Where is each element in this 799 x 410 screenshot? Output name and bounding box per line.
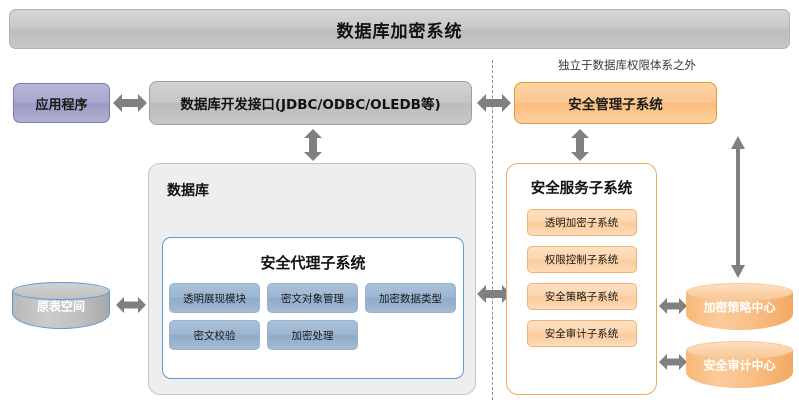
source-tablespace-label: 原表空间	[36, 299, 85, 313]
service-item[interactable]: 安全策略子系统	[526, 283, 637, 310]
diagram-title-bar: 数据库加密系统	[9, 9, 790, 49]
agent-module[interactable]: 透明展现模块	[169, 283, 260, 313]
agent-module-label: 密文对象管理	[281, 292, 344, 305]
service-item-label: 透明加密子系统	[544, 217, 619, 229]
service-item-label: 安全策略子系统	[544, 291, 619, 303]
page-title: 数据库加密系统	[336, 21, 463, 42]
application-box-label: 应用程序	[35, 97, 88, 113]
arrow-policy-to-policy-center	[659, 296, 687, 316]
security-agent-title: 安全代理子系统	[260, 254, 366, 272]
agent-module[interactable]: 密文对象管理	[267, 283, 358, 313]
agent-module[interactable]: 加密处理	[267, 320, 358, 350]
security-management-box[interactable]: 安全管理子系统	[514, 82, 717, 124]
service-item-label: 权限控制子系统	[544, 254, 619, 266]
agent-module-label: 加密处理	[291, 329, 334, 342]
agent-module-grid: 透明展现模块 密文对象管理 加密数据类型 密文校验 加密处理	[163, 273, 463, 350]
cylinder-top	[686, 283, 793, 301]
source-tablespace-cylinder: 原表空间	[12, 282, 110, 329]
arrow-tablespace-to-database	[116, 295, 146, 315]
audit-center-cylinder: 安全审计中心	[686, 341, 793, 388]
policy-center-label: 加密策略中心	[703, 300, 776, 314]
arrow-audit-to-audit-center	[659, 352, 687, 372]
database-container: 数据库 安全代理子系统 透明展现模块 密文对象管理 加密数据类型 密文校验 加密…	[148, 163, 476, 395]
arrow-database-to-service	[477, 283, 511, 305]
cylinder-top	[12, 282, 110, 300]
arrow-management-to-policy-center	[730, 136, 746, 282]
service-item-label: 安全审计子系统	[544, 328, 619, 340]
security-service-subsystem: 安全服务子系统 透明加密子系统 权限控制子系统 安全策略子系统 安全审计子系统	[506, 163, 657, 395]
agent-module[interactable]: 密文校验	[169, 320, 260, 350]
service-item-list: 透明加密子系统 权限控制子系统 安全策略子系统 安全审计子系统	[507, 209, 656, 347]
security-management-label: 安全管理子系统	[568, 97, 663, 113]
service-item[interactable]: 透明加密子系统	[526, 209, 637, 236]
database-label: 数据库	[167, 183, 209, 199]
agent-module-label: 密文校验	[193, 329, 236, 342]
agent-module-label: 加密数据类型	[379, 292, 442, 305]
arrow-management-to-service	[570, 129, 590, 161]
service-item[interactable]: 安全审计子系统	[526, 320, 637, 347]
agent-module-label: 透明展现模块	[183, 292, 246, 305]
security-agent-subsystem: 安全代理子系统 透明展现模块 密文对象管理 加密数据类型 密文校验 加密处理	[162, 237, 464, 379]
database-interface-box[interactable]: 数据库开发接口(JDBC/ODBC/OLEDB等)	[149, 81, 472, 125]
audit-center-label: 安全审计中心	[703, 358, 776, 372]
service-item[interactable]: 权限控制子系统	[526, 246, 637, 273]
independence-note: 独立于数据库权限体系之外	[558, 58, 696, 72]
arrow-api-to-security-management	[477, 92, 511, 114]
policy-center-cylinder: 加密策略中心	[686, 283, 793, 330]
agent-module[interactable]: 加密数据类型	[365, 283, 456, 313]
application-box[interactable]: 应用程序	[13, 83, 110, 123]
database-interface-label: 数据库开发接口(JDBC/ODBC/OLEDB等)	[180, 97, 441, 113]
cylinder-top	[686, 341, 793, 359]
boundary-divider	[492, 60, 493, 400]
arrow-app-to-api	[113, 92, 147, 114]
arrow-api-to-database	[303, 129, 323, 161]
security-service-title: 安全服务子系统	[530, 181, 633, 197]
